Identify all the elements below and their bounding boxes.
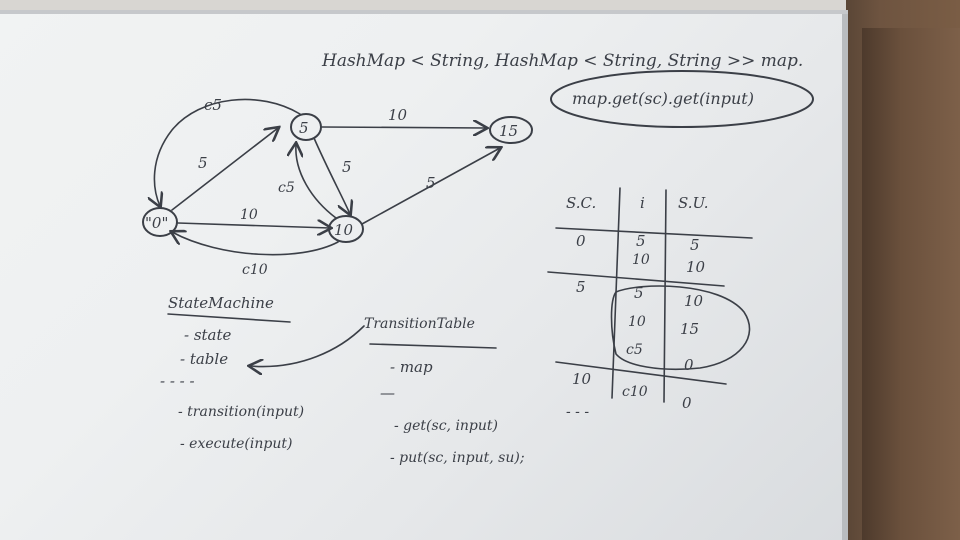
- cell: 10: [686, 258, 706, 276]
- edge-label: 10: [388, 106, 408, 124]
- field: - table: [180, 350, 228, 368]
- map-declaration: HashMap < String, HashMap < String, Stri…: [321, 51, 803, 71]
- edge-10-15: [361, 148, 500, 225]
- cell: 10: [628, 314, 646, 330]
- cell: 15: [680, 320, 699, 338]
- edge-5-0: [154, 98, 301, 206]
- edge-10-5: [296, 144, 337, 219]
- cell: 5: [634, 284, 644, 302]
- edge-0-10: [177, 223, 330, 228]
- field: - state: [184, 326, 232, 344]
- title-underline: [369, 343, 497, 349]
- cell: 5: [690, 236, 700, 254]
- edge-label: 5: [426, 174, 436, 192]
- whiteboard: [0, 10, 848, 540]
- edge-5-15: [321, 127, 486, 128]
- cell: c10: [622, 384, 648, 400]
- edge-label: c5: [204, 96, 222, 114]
- method: - transition(input): [178, 404, 304, 420]
- edge-5-10: [313, 137, 350, 214]
- table-hline: [547, 271, 725, 287]
- state-machine-title: StateMachine: [168, 294, 274, 312]
- node-15-label: 15: [499, 122, 518, 140]
- table-header-i: i: [640, 194, 645, 212]
- cell: 10: [572, 370, 592, 388]
- table-hline: [555, 361, 727, 385]
- transition-table-title: TransitionTable: [364, 316, 475, 332]
- separator: —: [380, 384, 395, 402]
- lookup-ellipse: [550, 70, 814, 128]
- transition-table-drawing: S.C. i S.U. 0 5 5 10 10 5 5 10 10 15 c5 …: [547, 187, 753, 420]
- cell: 5: [576, 278, 586, 296]
- node-10-label: 10: [334, 221, 354, 239]
- title-underline: [167, 313, 291, 323]
- association-arrow: [250, 325, 365, 367]
- method: - execute(input): [180, 436, 292, 452]
- lookup-expression: map.get(sc).get(input): [572, 89, 754, 108]
- method: - get(sc, input): [394, 418, 498, 434]
- node-5-label: 5: [299, 119, 309, 137]
- cell: 0: [682, 394, 692, 412]
- edge-label: c10: [242, 262, 268, 278]
- cell: 0: [684, 356, 694, 374]
- node-15: [489, 116, 533, 144]
- transition-table-class: TransitionTable - map — - get(sc, input)…: [364, 316, 525, 466]
- edge-label: 10: [240, 207, 258, 223]
- row-group-loop: [610, 285, 751, 371]
- table-ellipsis: - - -: [566, 404, 589, 420]
- edge-label: 5: [342, 158, 352, 176]
- table-vline: [663, 189, 667, 403]
- separator: - - - -: [160, 372, 195, 390]
- table-header-sc: S.C.: [566, 194, 596, 212]
- cell: 10: [632, 252, 650, 268]
- edge-0-5: [171, 128, 278, 211]
- node-5: [290, 113, 322, 141]
- table-header-su: S.U.: [678, 194, 709, 212]
- cell: c5: [626, 342, 643, 358]
- table-hline: [555, 227, 753, 239]
- state-machine-class: StateMachine - state - table - - - - - t…: [160, 294, 304, 452]
- cell: 10: [684, 292, 704, 310]
- door: [862, 28, 960, 540]
- whiteboard-frame: [0, 10, 848, 14]
- node-0-label: "0": [145, 214, 168, 232]
- field: - map: [390, 358, 433, 376]
- edge-label: c5: [278, 180, 295, 196]
- graph: "0" 5 10 15 5 c5 10 c10 5 c5 10 5: [142, 96, 533, 278]
- cell: 0: [576, 232, 586, 250]
- edge-label: 5: [198, 154, 208, 172]
- cell: 5: [636, 232, 646, 250]
- method: - put(sc, input, su);: [390, 450, 525, 466]
- edge-10-0: [172, 232, 339, 256]
